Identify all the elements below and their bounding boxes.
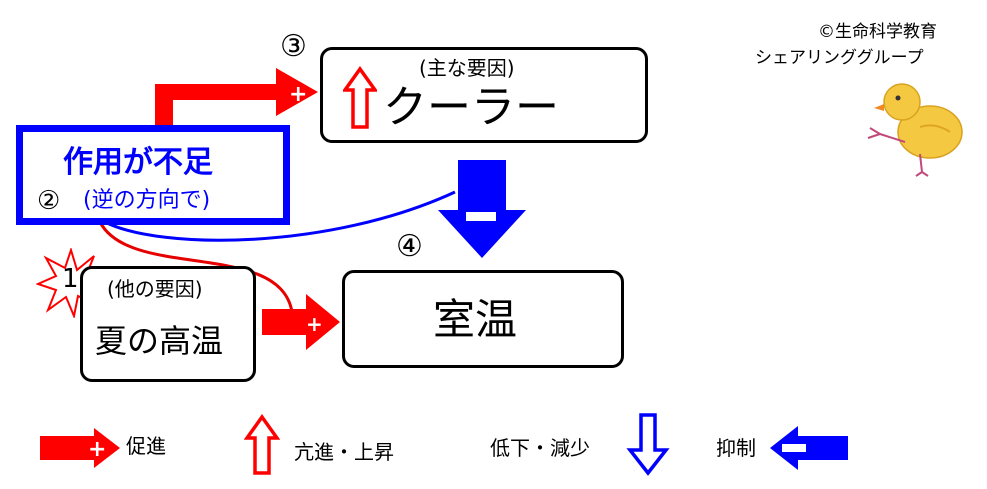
legend-promote-icon: + — [40, 428, 120, 468]
svg-text:+: + — [88, 437, 106, 462]
step-4-label: ④ — [396, 229, 423, 264]
legend-inhibit-icon — [770, 426, 848, 470]
other-factor-note: (他の要因) — [107, 277, 203, 301]
promote-arrow-to-cooler: + — [155, 68, 318, 128]
room-temp-box: 室温 — [342, 270, 624, 368]
promote-arrow-to-room: + — [262, 294, 340, 350]
credit-line-2: シェアリンググループ — [755, 48, 924, 68]
room-temp-label: 室温 — [433, 295, 518, 344]
credit-line-1: ©生命科学教育 — [818, 22, 937, 42]
legend-decrease-icon — [626, 413, 670, 476]
legend-promote-label: 促進 — [126, 434, 166, 458]
insufficient-action-note: (逆の方向で) — [83, 188, 211, 213]
step-1-label: 1 — [62, 264, 79, 294]
up-arrow-icon — [343, 66, 377, 129]
insufficient-action-box: 作用が不足 ② (逆の方向で) — [16, 125, 290, 225]
summer-heat-label: 夏の高温 — [95, 322, 224, 360]
svg-text:+: + — [289, 82, 307, 107]
red-connector-line — [98, 221, 294, 313]
legend-increase-label: 亢進・上昇 — [294, 440, 394, 464]
cooler-box: (主な要因) クーラー — [320, 47, 648, 143]
cooler-label: クーラー — [383, 82, 559, 133]
legend-increase-icon — [244, 414, 280, 475]
summer-heat-box: (他の要因) 夏の高温 — [80, 266, 256, 382]
chick-icon — [867, 83, 963, 177]
step-2-label: ② — [37, 186, 61, 216]
inhibit-arrow-to-room — [438, 160, 526, 258]
legend-decrease-label: 低下・減少 — [490, 436, 590, 460]
cooler-note: (主な要因) — [419, 56, 515, 80]
legend-inhibit-label: 抑制 — [716, 436, 756, 460]
svg-text:+: + — [306, 312, 323, 336]
step-3-label: ③ — [280, 29, 307, 64]
insufficient-action-label: 作用が不足 — [63, 145, 213, 180]
blue-connector-line — [104, 190, 456, 242]
